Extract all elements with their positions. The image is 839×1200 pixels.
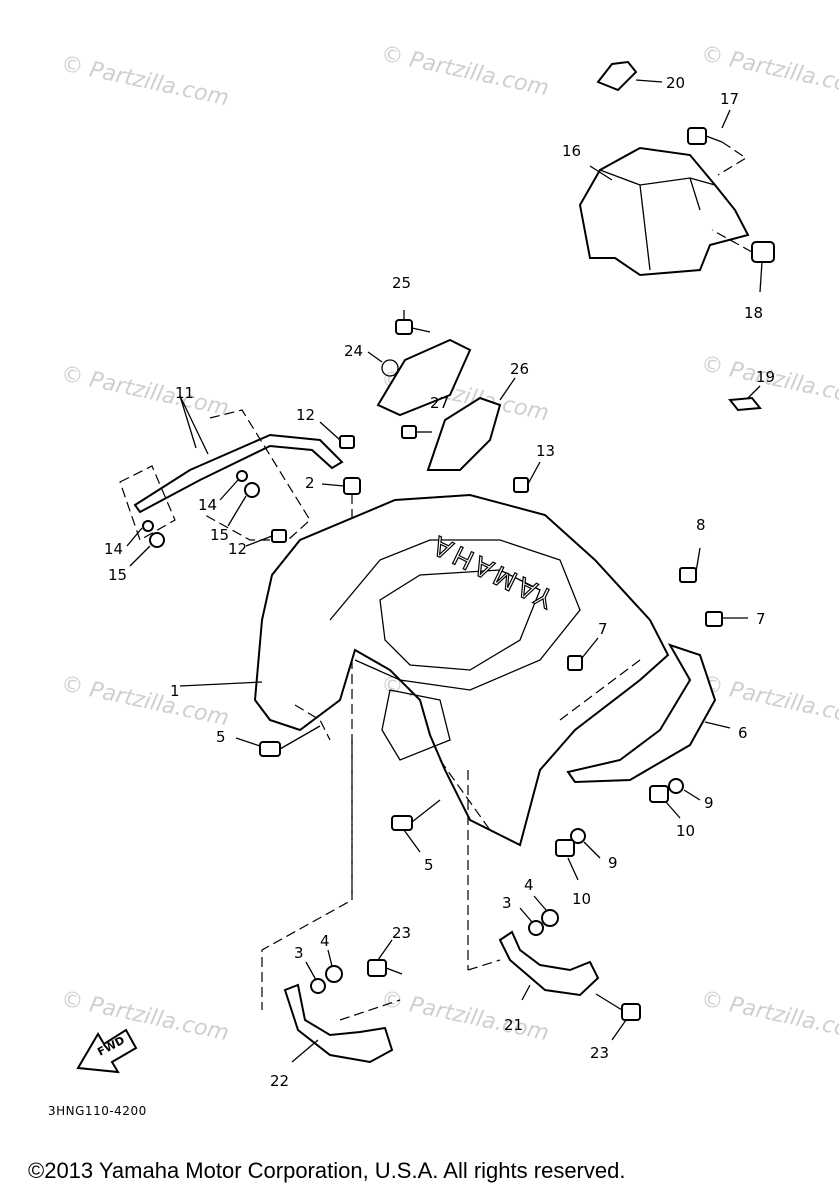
callout-15: 15 — [210, 526, 229, 544]
callout-18: 18 — [744, 304, 763, 322]
part-16-storage-box — [578, 146, 750, 277]
callout-10: 10 — [676, 822, 695, 840]
callout-7: 7 — [598, 620, 608, 638]
alignment-lines — [261, 740, 501, 1021]
callout-5: 5 — [216, 728, 226, 746]
part-21-bracket — [498, 895, 600, 1001]
callout-23: 23 — [392, 924, 411, 942]
callout-9: 9 — [704, 794, 714, 812]
callout-22: 22 — [270, 1072, 289, 1090]
watermark: © Partzilla.com — [59, 986, 231, 1046]
callout-14: 14 — [198, 496, 217, 514]
callout-9: 9 — [608, 854, 618, 872]
callout-11: 11 — [175, 384, 194, 402]
watermark: © Partzilla.com — [59, 361, 231, 421]
callout-8: 8 — [696, 516, 706, 534]
callout-19: 19 — [756, 368, 775, 386]
callout-27: 27 — [430, 394, 449, 412]
part-19-pad — [728, 385, 762, 412]
part-6-rail — [559, 643, 731, 784]
callout-6: 6 — [738, 724, 748, 742]
callout-15: 15 — [108, 566, 127, 584]
callout-16: 16 — [562, 142, 581, 160]
callout-2: 2 — [305, 474, 315, 492]
callout-23: 23 — [590, 1044, 609, 1062]
part-9-10-nuts — [555, 778, 701, 881]
part-18-nut — [711, 229, 775, 293]
callout-20: 20 — [666, 74, 685, 92]
part-22-bracket — [283, 949, 394, 1064]
callout-12: 12 — [228, 540, 247, 558]
callout-5: 5 — [424, 856, 434, 874]
part-11-guard — [119, 395, 344, 567]
reference-code: 3HNG110-4200 — [48, 1104, 147, 1118]
callout-labels: 1 2 3 3 4 4 5 5 6 7 7 8 9 9 10 10 11 12 … — [104, 74, 775, 1090]
watermark: © Partzilla.com — [379, 41, 551, 101]
copyright-notice: ©2013 Yamaha Motor Corporation, U.S.A. A… — [28, 1158, 626, 1183]
watermark: © Partzilla.com — [59, 51, 231, 111]
callout-1: 1 — [170, 682, 180, 700]
callout-12: 12 — [296, 406, 315, 424]
part-23-bolts — [367, 939, 641, 1041]
callout-17: 17 — [720, 90, 739, 108]
callout-10: 10 — [572, 890, 591, 908]
part-12-screws — [245, 421, 541, 547]
callout-3: 3 — [502, 894, 512, 912]
callout-3: 3 — [294, 944, 304, 962]
callout-24: 24 — [344, 342, 363, 360]
part-5-screws — [235, 725, 441, 853]
part-17-bolt — [687, 109, 748, 176]
callout-14: 14 — [104, 540, 123, 558]
part-26-bracket — [401, 377, 516, 471]
watermark: © Partzilla.com — [699, 671, 839, 731]
callout-26: 26 — [510, 360, 529, 378]
part-20-clip — [596, 60, 663, 92]
callout-4: 4 — [524, 876, 534, 894]
callout-21: 21 — [504, 1016, 523, 1034]
callout-13: 13 — [536, 442, 555, 460]
callout-7: 7 — [756, 610, 766, 628]
part-24-plate — [367, 310, 472, 417]
fwd-arrow-icon: FWD — [76, 1028, 138, 1074]
watermark: © Partzilla.com — [699, 986, 839, 1046]
callout-4: 4 — [320, 932, 330, 950]
callout-25: 25 — [392, 274, 411, 292]
part-7-8-bolts — [567, 547, 748, 671]
watermark: © Partzilla.com — [59, 671, 231, 731]
part-1-rear-fender — [179, 493, 670, 847]
